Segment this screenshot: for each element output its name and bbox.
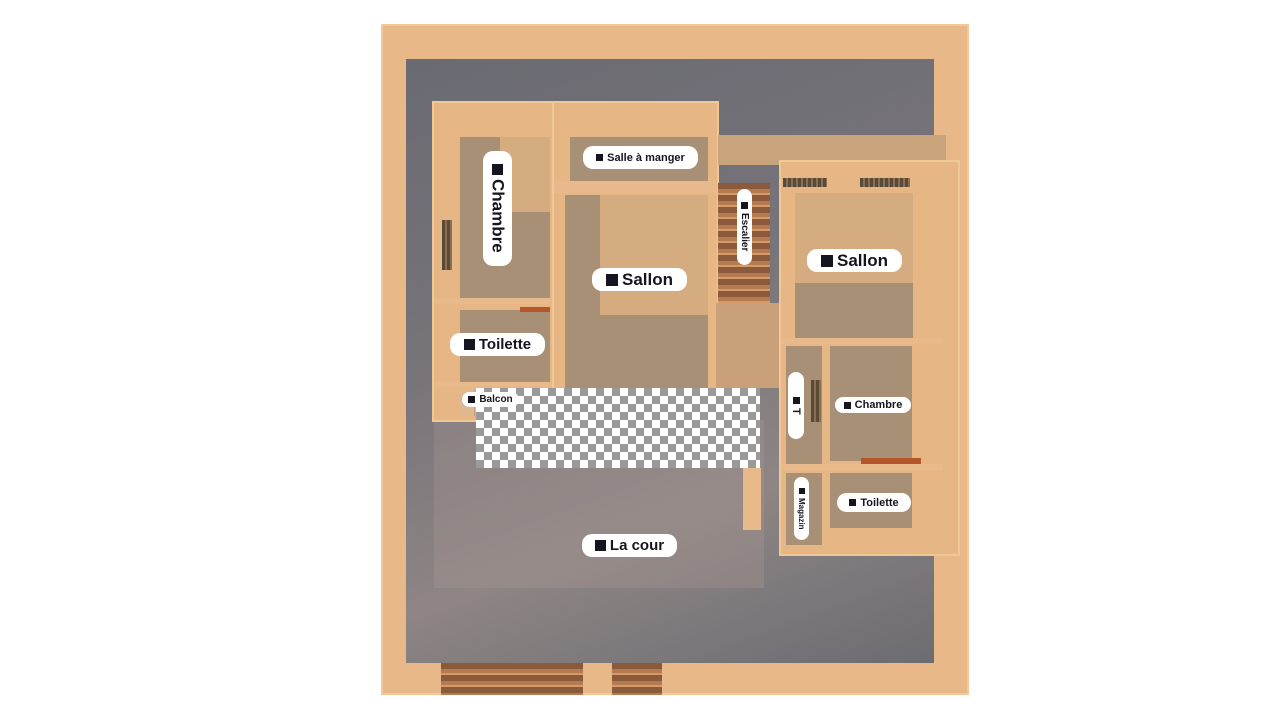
label-toilette-left[interactable]: Toilette [450, 333, 545, 356]
bullet-icon [463, 339, 475, 350]
label-sallon-right[interactable]: Sallon [807, 249, 902, 272]
entrance-steps [612, 663, 662, 695]
door-mat [520, 307, 550, 312]
wall [781, 338, 943, 344]
wall [781, 464, 943, 471]
bullet-icon [798, 487, 805, 494]
label-toilette-right[interactable]: Toilette [837, 493, 911, 512]
label-sallon-left[interactable]: Sallon [592, 268, 687, 291]
label-salle-a-manger[interactable]: Salle à manger [583, 146, 698, 169]
bullet-icon [605, 273, 618, 286]
bullet-icon [849, 499, 857, 506]
door-mat [861, 458, 921, 466]
window [783, 178, 827, 187]
light-patch [600, 195, 708, 315]
wall [434, 382, 550, 387]
bullet-icon [741, 202, 748, 210]
window [811, 380, 821, 422]
window [860, 178, 910, 187]
wall [434, 298, 550, 304]
label-chambre-right[interactable]: Chambre [835, 397, 911, 413]
entrance-steps [441, 663, 583, 695]
bullet-icon [594, 540, 606, 551]
bullet-icon [492, 164, 503, 176]
bullet-icon [820, 254, 833, 267]
wall [743, 468, 761, 530]
bullet-icon [468, 396, 476, 403]
corridor [716, 303, 780, 388]
label-magazin[interactable]: Magazin [794, 477, 809, 540]
transparent-area [476, 388, 760, 468]
label-balcon[interactable]: Balcon [462, 392, 519, 407]
bullet-icon [596, 154, 604, 161]
bullet-icon [843, 401, 851, 409]
label-la-cour[interactable]: La cour [582, 534, 677, 557]
wall [554, 181, 716, 193]
label-chambre-left[interactable]: Chambre [483, 151, 512, 266]
window [442, 220, 452, 270]
label-escalier[interactable]: Escalier [737, 189, 752, 265]
label-t[interactable]: T [788, 372, 804, 439]
bullet-icon [792, 396, 800, 404]
